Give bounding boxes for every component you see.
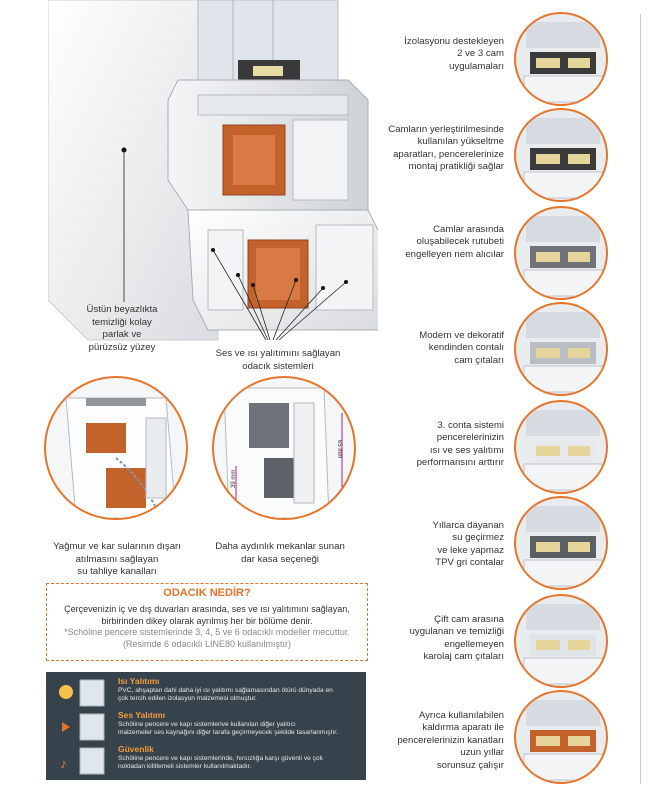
sun-window-icon	[59, 679, 105, 707]
odacik-text: Çerçevenizin iç ve dış duvarları arasınd…	[64, 604, 350, 649]
column-divider	[640, 14, 641, 784]
glass-support-icon	[514, 108, 608, 202]
window-bead-icon	[514, 594, 608, 688]
chambers-caption: Ses ve ısı yalıtımını sağlayan odacık si…	[215, 348, 341, 372]
main-profile-illustration	[48, 0, 378, 341]
glazing-detail-icon	[514, 12, 608, 106]
frame-caption: Daha aydınlık mekanlar sunan dar kasa se…	[215, 541, 345, 565]
info-panel: Isı Yalıtımı PVC, ahşaptan dahi daha iyi…	[46, 672, 366, 780]
narrow-frame-detail-image	[212, 376, 356, 520]
glazing-bead-icon	[514, 302, 608, 396]
grey-seal-icon	[514, 496, 608, 590]
surface-caption: Üstün beyazlıkta temizliği kolay parlak …	[86, 304, 158, 353]
drainage-caption: Yağmur ve kar sularının dışarı atılmasın…	[53, 541, 181, 577]
lifting-device-icon	[514, 690, 608, 784]
width-dimension: 39 mm	[231, 469, 237, 488]
svg-text:♪: ♪	[60, 755, 67, 771]
gasket-icon	[514, 400, 608, 494]
info-item-sound: Ses Yalıtımı Schöline pencere ve kapı si…	[118, 710, 338, 737]
sound-window-icon	[62, 713, 105, 741]
drainage-detail-image	[44, 376, 188, 520]
info-item-heat: Isı Yalıtımı PVC, ahşaptan dahi daha iyi…	[118, 676, 333, 703]
info-item-security: Güvenlik Schöline pencere ve kapı sistem…	[118, 744, 323, 771]
security-window-icon: ♪	[60, 747, 105, 775]
odacik-info-box: ODACIK NEDİR? Çerçevenizin iç ve dış duv…	[46, 583, 368, 661]
desiccant-icon	[514, 206, 608, 300]
odacik-title: ODACIK NEDİR?	[163, 587, 251, 599]
